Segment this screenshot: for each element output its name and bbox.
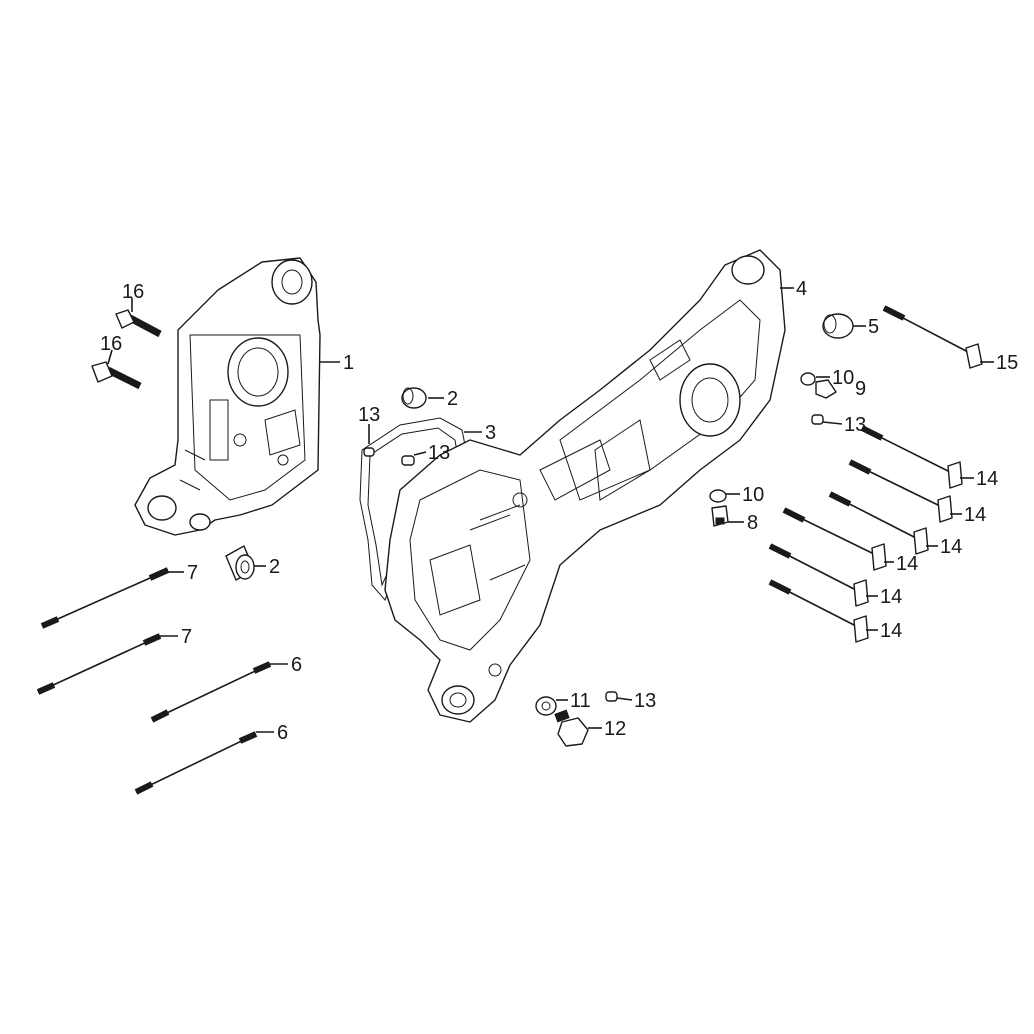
- stud-6-upper: [150, 661, 272, 723]
- callout-2-lower: 2: [269, 556, 280, 578]
- leader-13c: [822, 421, 843, 425]
- callout-13-gasket-left: 13: [358, 404, 380, 426]
- bush-upper: [401, 387, 427, 409]
- bolt-16-lower: [91, 361, 142, 390]
- bolt-14-b: [848, 459, 953, 523]
- callout-9: 9: [855, 378, 866, 400]
- dowel-pin-d: [605, 691, 618, 702]
- callout-1: 1: [343, 352, 354, 374]
- callout-14-a: 14: [976, 468, 998, 490]
- callout-16-upper: 16: [122, 281, 144, 303]
- callout-14-b: 14: [964, 504, 986, 526]
- bolt-16-upper: [115, 309, 162, 338]
- callout-7-lower: 7: [181, 626, 192, 648]
- callout-7-upper: 7: [187, 562, 198, 584]
- callout-12: 12: [604, 718, 626, 740]
- bolt-14-f: [768, 579, 869, 643]
- callout-10-middle: 10: [742, 484, 764, 506]
- callout-4: 4: [796, 278, 807, 300]
- washer-upper: [800, 372, 816, 386]
- bolt-14-d: [782, 507, 887, 571]
- bolt-14-e: [768, 543, 869, 607]
- bolt-15: [882, 305, 983, 369]
- callout-15: 15: [996, 352, 1018, 374]
- stud-6-lower: [134, 731, 258, 795]
- callout-13-gasket-right: 13: [428, 442, 450, 464]
- dowel-pin-b: [401, 455, 415, 466]
- washer-lower: [535, 696, 557, 716]
- callout-14-d: 14: [896, 553, 918, 575]
- drain-plug-upper: [815, 379, 837, 399]
- left-crankcase-half: [384, 249, 786, 723]
- callout-5: 5: [868, 316, 879, 338]
- drain-plug-lower: [554, 709, 589, 747]
- washer-middle: [709, 489, 727, 503]
- callout-6-upper: 6: [291, 654, 302, 676]
- callout-14-c: 14: [940, 536, 962, 558]
- bolt-14-a: [860, 425, 963, 489]
- drain-plug-middle: [711, 505, 729, 527]
- right-crankcase-half: [134, 257, 321, 536]
- callout-2-upper: 2: [447, 388, 458, 410]
- bush-right: [822, 313, 854, 339]
- leader-13d: [616, 697, 633, 701]
- callout-6-lower: 6: [277, 722, 288, 744]
- callout-11: 11: [570, 690, 591, 712]
- callout-14-e: 14: [880, 586, 902, 608]
- callout-16-lower: 16: [100, 333, 122, 355]
- callout-13-right: 13: [844, 414, 866, 436]
- stud-7-upper: [40, 567, 170, 629]
- leader-16b: [107, 349, 113, 365]
- dowel-pin-a: [363, 447, 375, 457]
- leader-13b: [413, 451, 427, 456]
- callout-13-bottom: 13: [634, 690, 656, 712]
- callout-8: 8: [747, 512, 758, 534]
- bush-lower: [225, 545, 255, 581]
- dowel-pin-c: [811, 414, 824, 425]
- bolt-14-c: [828, 491, 929, 555]
- callout-3: 3: [485, 422, 496, 444]
- callout-14-f: 14: [880, 620, 902, 642]
- callout-10-upper: 10: [832, 367, 854, 389]
- stud-7-lower: [36, 633, 162, 695]
